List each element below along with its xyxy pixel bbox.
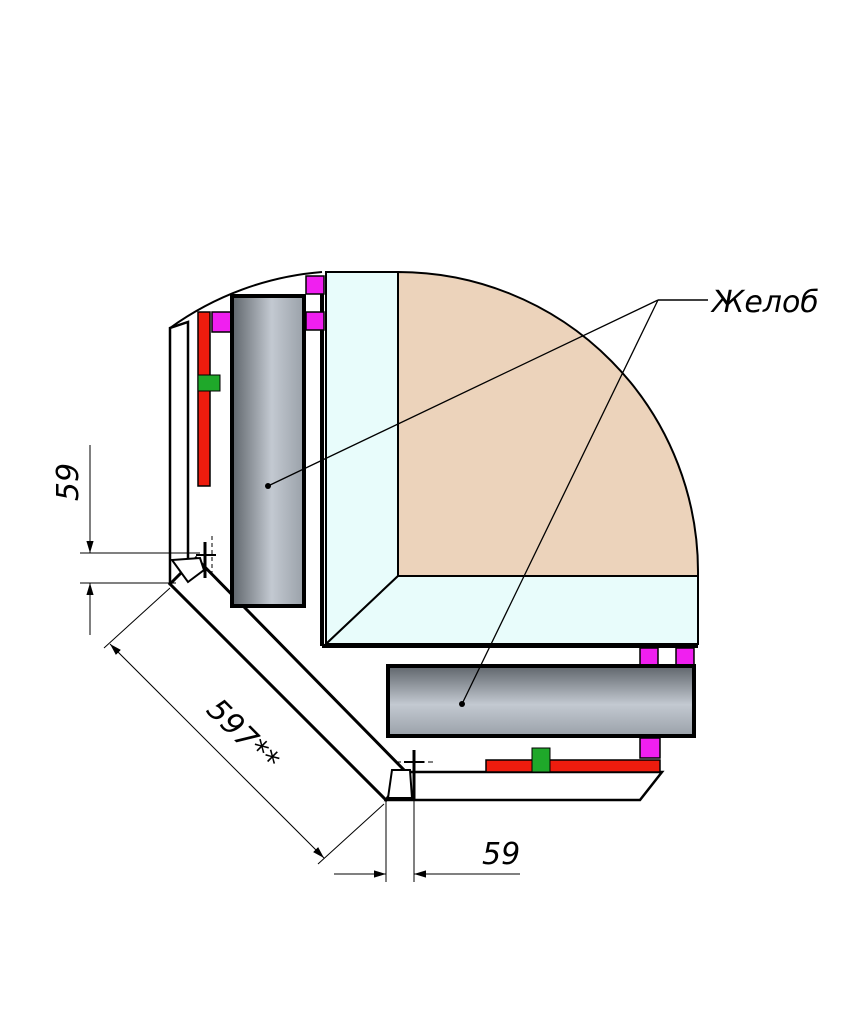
dim-diag-line bbox=[109, 643, 325, 859]
seal-strip-vertical bbox=[197, 311, 211, 487]
dim-diag-ext-1 bbox=[103, 587, 171, 649]
callout-leader-2 bbox=[461, 299, 659, 705]
callout-leader-1 bbox=[267, 299, 659, 487]
gutter-pipe-horizontal bbox=[386, 664, 696, 738]
callout-dot-1 bbox=[265, 483, 271, 489]
clip-3 bbox=[305, 311, 325, 331]
clip-2 bbox=[305, 275, 325, 295]
bracket-vertical bbox=[197, 374, 221, 392]
dim-diag-ext-2 bbox=[317, 803, 385, 865]
callout-label: Желоб bbox=[710, 285, 819, 320]
clip-5 bbox=[675, 647, 695, 667]
dim-left-label: 59 bbox=[51, 463, 86, 501]
bracket-horizontal bbox=[531, 747, 551, 773]
dim-bottom-label: 59 bbox=[482, 837, 520, 872]
clip-1 bbox=[211, 311, 233, 333]
gutter-pipe-vertical bbox=[230, 294, 306, 608]
housing-top-arc bbox=[169, 271, 323, 329]
housing-bottom-wall bbox=[383, 770, 665, 802]
housing-left-wall bbox=[168, 320, 190, 586]
seal-strip-horizontal bbox=[485, 759, 661, 773]
fixture-bottom bbox=[386, 750, 434, 800]
clip-4 bbox=[639, 647, 659, 667]
fixture-left bbox=[170, 536, 216, 584]
callout-dot-2 bbox=[459, 701, 465, 707]
dim-diag-label: 597** bbox=[199, 692, 285, 778]
glass-pane bbox=[397, 270, 700, 577]
clip-6 bbox=[639, 737, 661, 759]
